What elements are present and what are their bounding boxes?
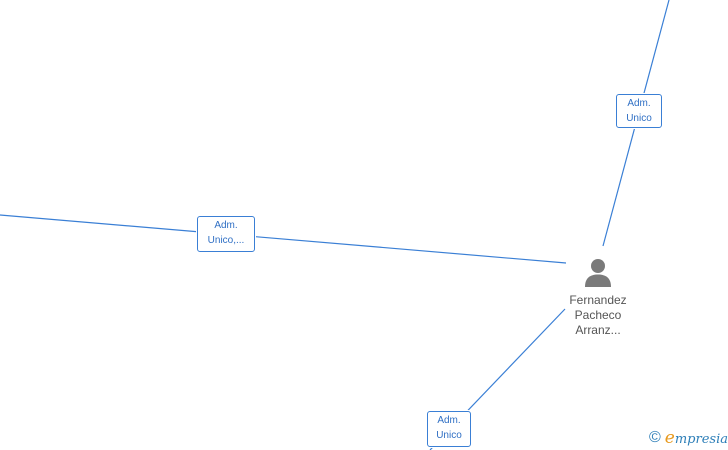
copyright-icon: © bbox=[649, 429, 661, 446]
brand-watermark: © empresia bbox=[649, 427, 728, 449]
brand-logo: empresia bbox=[665, 428, 728, 448]
person-name-line: Pacheco bbox=[574, 308, 622, 322]
edge-label-line: Adm. bbox=[437, 415, 461, 426]
edge-label-line: Unico,... bbox=[207, 235, 245, 246]
edge-label-line: Unico bbox=[626, 113, 652, 124]
person-icon bbox=[585, 259, 611, 287]
edge-line-left bbox=[0, 214, 567, 264]
edge-label-line: Adm. bbox=[214, 220, 238, 231]
edge-label-line: Unico bbox=[436, 430, 462, 441]
person-node[interactable]: Fernandez Pacheco Arranz... bbox=[548, 256, 648, 338]
edge-label-right[interactable]: Adm. Unico bbox=[616, 94, 662, 128]
person-name-line: Arranz... bbox=[575, 323, 621, 337]
person-name-line: Fernandez bbox=[569, 293, 627, 307]
brand-logo-initial: e bbox=[664, 428, 675, 448]
edge-label-line: Adm. bbox=[627, 98, 651, 109]
edge-label-bottom[interactable]: Adm. Unico bbox=[427, 411, 471, 447]
edge-label-left[interactable]: Adm. Unico,... bbox=[197, 216, 255, 252]
person-name[interactable]: Fernandez Pacheco Arranz... bbox=[548, 293, 648, 338]
brand-logo-rest: mpresia bbox=[674, 432, 728, 447]
